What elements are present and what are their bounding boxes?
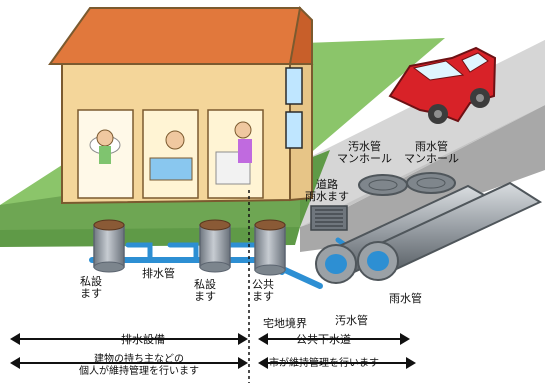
label-public-masu: 公共 ます — [252, 278, 274, 303]
window-lower — [285, 111, 303, 149]
section-left-title: 排水設備 — [121, 333, 165, 346]
label-road-rain-masu: 道路 雨水ます — [305, 178, 349, 203]
room-bath — [142, 109, 199, 199]
child-icon — [96, 129, 114, 147]
label-rain-manhole: 雨水管 マンホール — [404, 140, 459, 165]
section-arrows — [10, 333, 416, 369]
section-right-note: 市が維持管理を行います — [269, 358, 379, 369]
label-private-masu-left: 私設 ます — [80, 275, 102, 300]
label-rain-pipe: 雨水管 — [389, 292, 422, 305]
label-sewage-manhole: 汚水管 マンホール — [337, 140, 392, 165]
section-left-note: 建物の持ち主などの 個人が維持管理を行います — [79, 354, 199, 377]
car-icon — [388, 46, 497, 124]
person-icon — [234, 121, 252, 139]
label-private-masu-right: 私設 ます — [194, 278, 216, 303]
house — [48, 5, 314, 205]
masu-middle — [199, 219, 231, 273]
masu-left — [93, 219, 125, 273]
masu-public — [254, 219, 286, 276]
large-pipes — [315, 181, 543, 284]
label-sewage-pipe: 汚水管 — [335, 314, 368, 327]
person-body — [238, 139, 252, 163]
label-property-boundary: 宅地境界 — [263, 317, 307, 330]
rain-manhole-cover — [406, 172, 456, 194]
section-right-title: 公共下水道 — [296, 333, 351, 346]
window-upper — [285, 67, 303, 105]
bather-icon — [165, 130, 185, 150]
bathtub-icon — [149, 157, 193, 181]
label-drain-pipe: 排水管 — [142, 267, 175, 280]
manholes — [358, 172, 456, 196]
sewage-manhole-cover — [358, 174, 408, 196]
child-body — [99, 146, 111, 164]
road-rain-inlet — [310, 205, 348, 231]
